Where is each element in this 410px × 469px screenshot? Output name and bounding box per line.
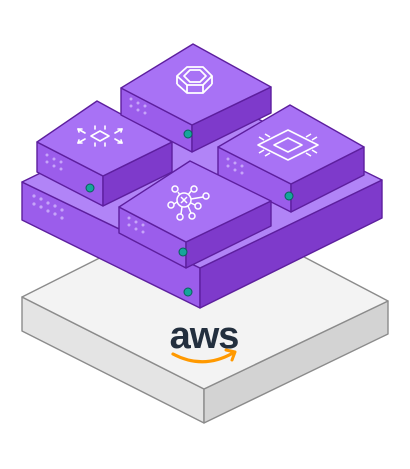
processor-chip-icon [257, 129, 319, 161]
container-module [120, 43, 272, 153]
model-network-status-led [178, 247, 188, 257]
processor-vent-dots [226, 157, 244, 175]
model-network-vent-dots [127, 216, 145, 234]
network-chip-module [36, 100, 173, 207]
hexagon-container-icon [176, 66, 213, 94]
aws-arrow-head-icon [224, 348, 237, 362]
processor-module [217, 104, 365, 213]
model-network-top [118, 160, 272, 243]
neural-network-icon [167, 185, 210, 221]
model-network-module [118, 160, 272, 269]
network-chip-vent-dots [45, 153, 63, 171]
network-chip-status-led [85, 183, 95, 193]
aws-smile-arrow-icon [171, 351, 235, 364]
container-status-led [183, 129, 193, 139]
processor-status-led [284, 191, 294, 201]
tray-status-led [183, 287, 193, 297]
container-vent-dots [129, 97, 147, 115]
tray-vent-dots [32, 194, 64, 220]
processor-top [217, 104, 365, 185]
aws-logo: aws [170, 315, 239, 364]
network-chip-icon [77, 125, 123, 147]
